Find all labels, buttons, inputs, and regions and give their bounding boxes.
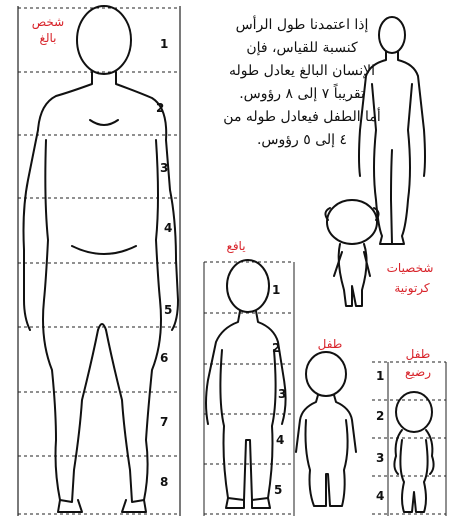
description-line-3: الإنسان البالغ يعادل طوله [178,60,426,83]
infant-scale-3: 3 [376,451,384,465]
infant-scale-1: 1 [376,369,384,383]
adult-scale-5: 5 [164,303,172,317]
adult-label-1: شخص [32,15,65,30]
infant-label-1: طفل [406,347,431,361]
teen-label: يافع [226,239,245,253]
adult-scale-6: 6 [160,351,168,365]
description-line-4: تقريباً ٧ إلى ٨ رؤوس. [178,83,426,106]
infant-scale-numbers: 1 2 3 4 [376,369,384,503]
adult-scale-3: 3 [160,161,168,175]
adult-label-2: بالغ [39,31,56,45]
adult-scale-1: 1 [160,37,168,51]
infant-scale-4: 4 [376,489,384,503]
teen-scale-3: 3 [278,387,286,401]
infant-scale-2: 2 [376,409,384,423]
cartoon-figure [325,200,378,306]
adult-scale-2: 2 [156,101,164,115]
teen-scale-5: 5 [274,483,282,497]
adult-figure [24,6,179,512]
adult-ruler [18,6,180,516]
child-figure [296,352,356,506]
cartoon-label-2: كرتونية [394,281,430,296]
description-text: إذا اعتمدنا طول الرأس كنسبة للقياس، فإن … [178,14,426,152]
adult-scale-4: 4 [164,221,172,235]
adult-scale-7: 7 [160,415,168,429]
child-label: طفل [318,337,343,351]
teen-scale-4: 4 [276,433,284,447]
teen-scale-numbers: 1 2 3 4 5 [272,283,286,497]
infant-label-2: رضيع [405,365,431,380]
adult-scale-8: 8 [160,475,168,489]
infant-figure [394,392,433,512]
teen-scale-2: 2 [272,341,280,355]
description-line-1: إذا اعتمدنا طول الرأس [178,14,426,37]
teen-figure [206,260,286,508]
teen-scale-1: 1 [272,283,280,297]
description-line-5: أما الطفل فيعادل طوله من [178,106,426,129]
description-line-2: كنسبة للقياس، فإن [178,37,426,60]
description-line-6: ٤ إلى ٥ رؤوس. [178,129,426,152]
cartoon-label-1: شخصيات [387,261,434,275]
